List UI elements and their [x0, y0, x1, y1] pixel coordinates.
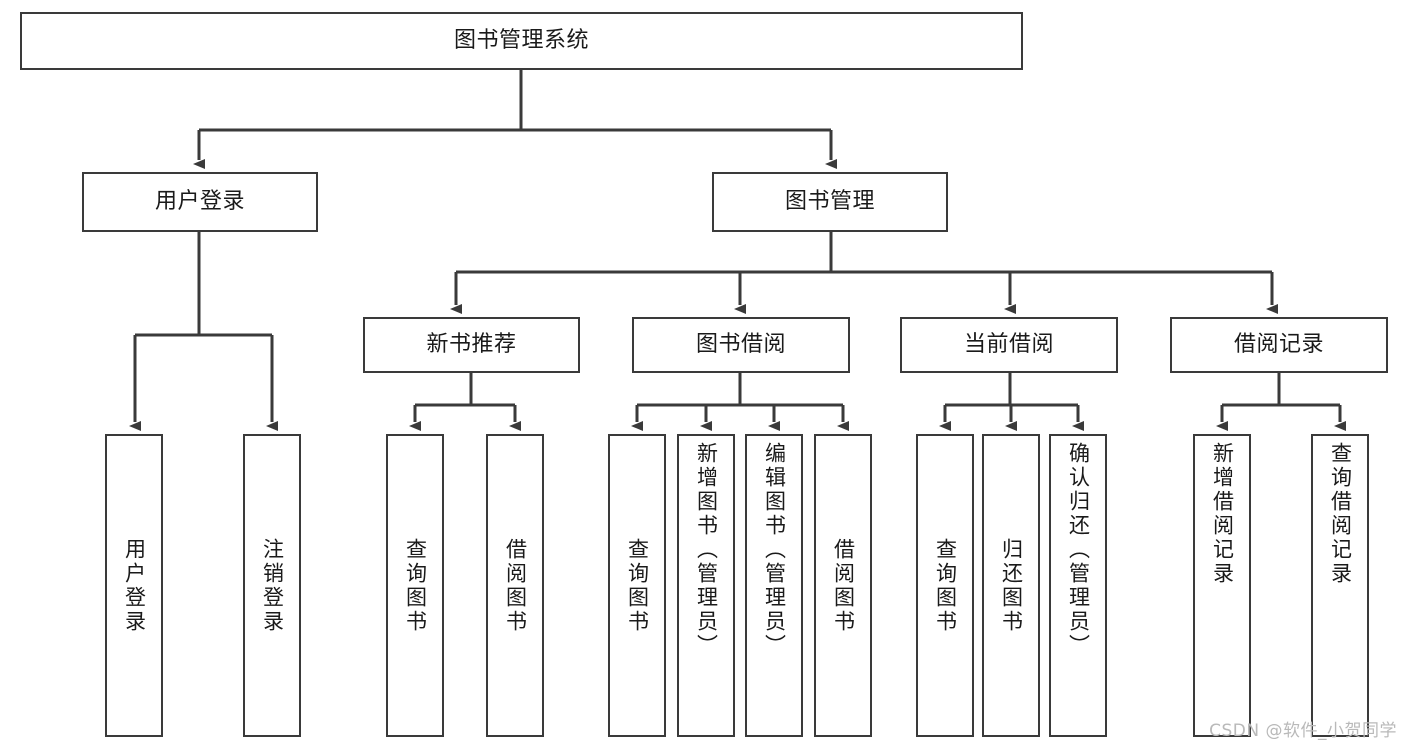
node-book-borrow-label: 图书借阅 [695, 332, 786, 358]
node-current-borrow[interactable]: 当前借阅 [900, 317, 1118, 373]
node-leaf-add-book-admin-label: 新增图书（管理员） [694, 442, 719, 658]
node-book-management-label: 图书管理 [784, 189, 875, 215]
node-leaf-add-borrow-record-label: 新增借阅记录 [1210, 442, 1235, 586]
node-user-login[interactable]: 用户登录 [82, 172, 318, 232]
node-leaf-edit-book-admin-label: 编辑图书（管理员） [762, 442, 787, 658]
node-leaf-query-book-current[interactable]: 查询图书 [916, 434, 974, 737]
node-leaf-user-login-label: 用户登录 [122, 537, 147, 634]
node-leaf-user-logout-label: 注销登录 [260, 537, 285, 634]
node-leaf-confirm-return-admin-label: 确认归还（管理员） [1066, 442, 1091, 658]
node-borrow-record[interactable]: 借阅记录 [1170, 317, 1388, 373]
node-leaf-borrow-book-recommend[interactable]: 借阅图书 [486, 434, 544, 737]
node-leaf-query-borrow-record[interactable]: 查询借阅记录 [1311, 434, 1369, 737]
node-leaf-confirm-return-admin[interactable]: 确认归还（管理员） [1049, 434, 1107, 737]
node-leaf-borrow-book-recommend-label: 借阅图书 [503, 537, 528, 634]
node-leaf-edit-book-admin[interactable]: 编辑图书（管理员） [745, 434, 803, 737]
node-leaf-user-login[interactable]: 用户登录 [105, 434, 163, 737]
node-book-management[interactable]: 图书管理 [712, 172, 948, 232]
node-leaf-query-book-recommend[interactable]: 查询图书 [386, 434, 444, 737]
node-leaf-borrow-book[interactable]: 借阅图书 [814, 434, 872, 737]
node-root-label: 图书管理系统 [453, 28, 589, 54]
node-leaf-query-book-borrow-label: 查询图书 [625, 537, 650, 634]
node-leaf-return-book[interactable]: 归还图书 [982, 434, 1040, 737]
node-new-book-recommend[interactable]: 新书推荐 [363, 317, 580, 373]
node-leaf-add-borrow-record[interactable]: 新增借阅记录 [1193, 434, 1251, 737]
node-root[interactable]: 图书管理系统 [20, 12, 1023, 70]
node-leaf-query-book-recommend-label: 查询图书 [403, 537, 428, 634]
node-leaf-add-book-admin[interactable]: 新增图书（管理员） [677, 434, 735, 737]
node-new-book-recommend-label: 新书推荐 [426, 332, 517, 358]
node-borrow-record-label: 借阅记录 [1233, 332, 1324, 358]
node-leaf-borrow-book-label: 借阅图书 [831, 537, 856, 634]
node-leaf-user-logout[interactable]: 注销登录 [243, 434, 301, 737]
node-current-borrow-label: 当前借阅 [963, 332, 1054, 358]
node-user-login-label: 用户登录 [154, 189, 245, 215]
node-leaf-return-book-label: 归还图书 [999, 537, 1024, 634]
node-book-borrow[interactable]: 图书借阅 [632, 317, 850, 373]
node-leaf-query-book-borrow[interactable]: 查询图书 [608, 434, 666, 737]
node-leaf-query-book-current-label: 查询图书 [933, 537, 958, 634]
node-leaf-query-borrow-record-label: 查询借阅记录 [1328, 442, 1353, 586]
